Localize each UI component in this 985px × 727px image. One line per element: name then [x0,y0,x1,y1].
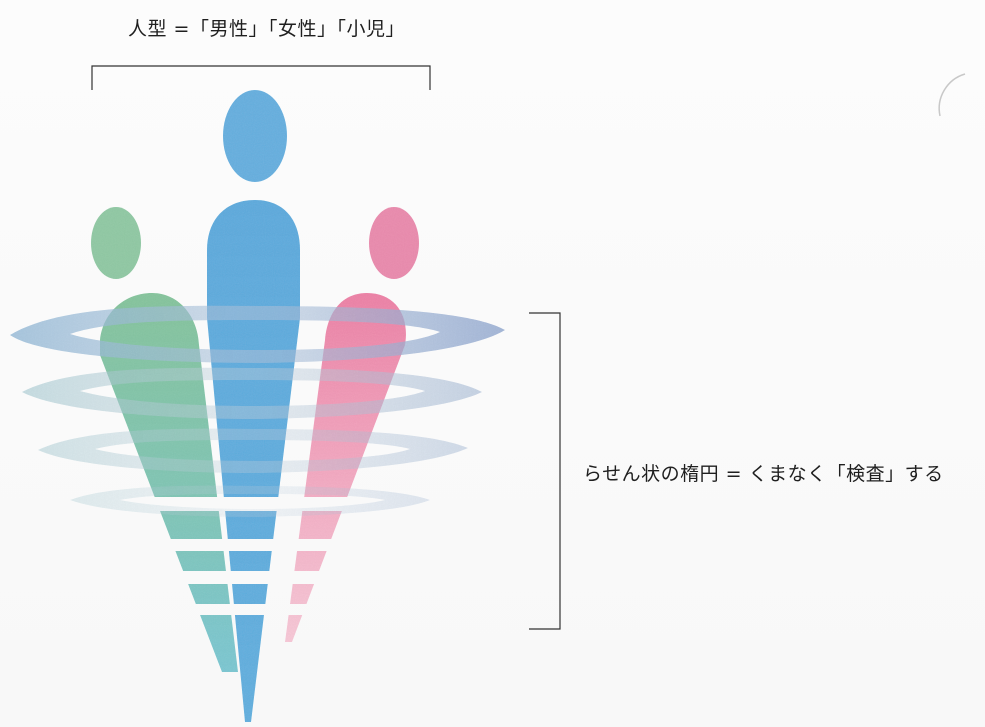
scan-mark [938,73,966,117]
figures-caption: 人型 =「男性」「女性」「小児」 [128,18,405,40]
left-figure-head [91,207,141,279]
ring-1 [10,305,505,363]
spiral-rings [10,305,505,517]
ring-3 [38,428,468,473]
right-bracket [529,312,561,630]
right-figure-head [369,207,419,279]
spiral-caption: らせん状の楕円 = くまなく「検査」する [583,463,944,485]
ring-4 [70,485,430,517]
center-figure-head [223,90,287,182]
top-bracket [91,65,431,90]
ring-2 [22,367,482,419]
